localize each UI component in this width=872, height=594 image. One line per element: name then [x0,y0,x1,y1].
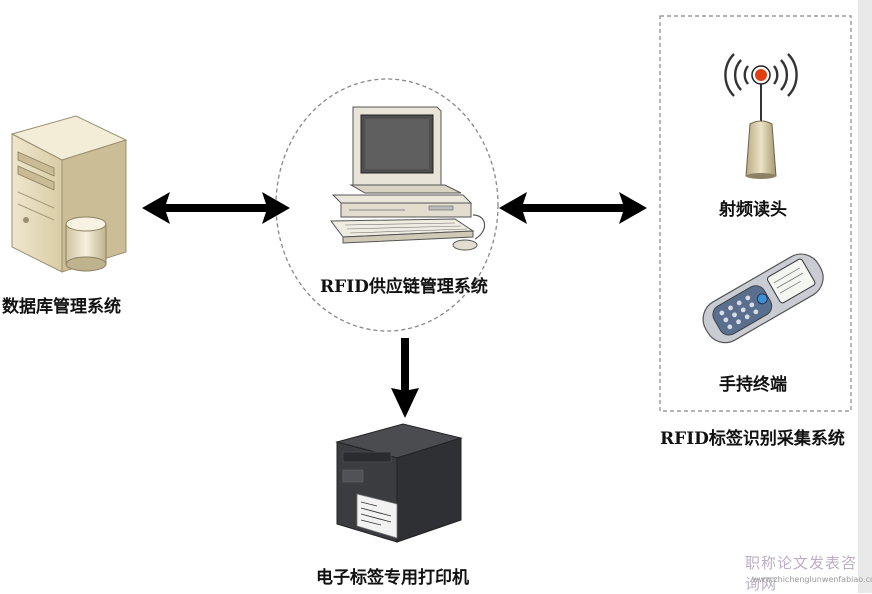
right-edge-strip [858,0,872,593]
reader-label: 射频读头 [719,200,787,220]
watermark-url: www.zhichenglunwenfabiao.com [752,575,872,584]
printer-label: 电子标签专用打印机 [316,568,469,588]
bidirectional-arrow-left [142,192,290,224]
handheld-label: 手持终端 [719,375,787,395]
collection-system-label: RFID标签识别采集系统 [660,429,845,449]
watermark-text: 职称论文发表咨询网 [745,554,858,593]
rfid-reader-antenna-icon [724,53,798,179]
computer-icon [330,106,486,251]
database-label: 数据库管理系统 [2,297,121,317]
downward-arrow [391,338,419,418]
handheld-terminal-icon [702,253,824,344]
collection-system-boundary [659,15,852,412]
bidirectional-arrow-right [499,192,647,224]
database-server-icon [10,115,128,273]
supply-chain-label: RFID供应链管理系统 [320,277,488,297]
label-printer-icon [335,423,463,543]
